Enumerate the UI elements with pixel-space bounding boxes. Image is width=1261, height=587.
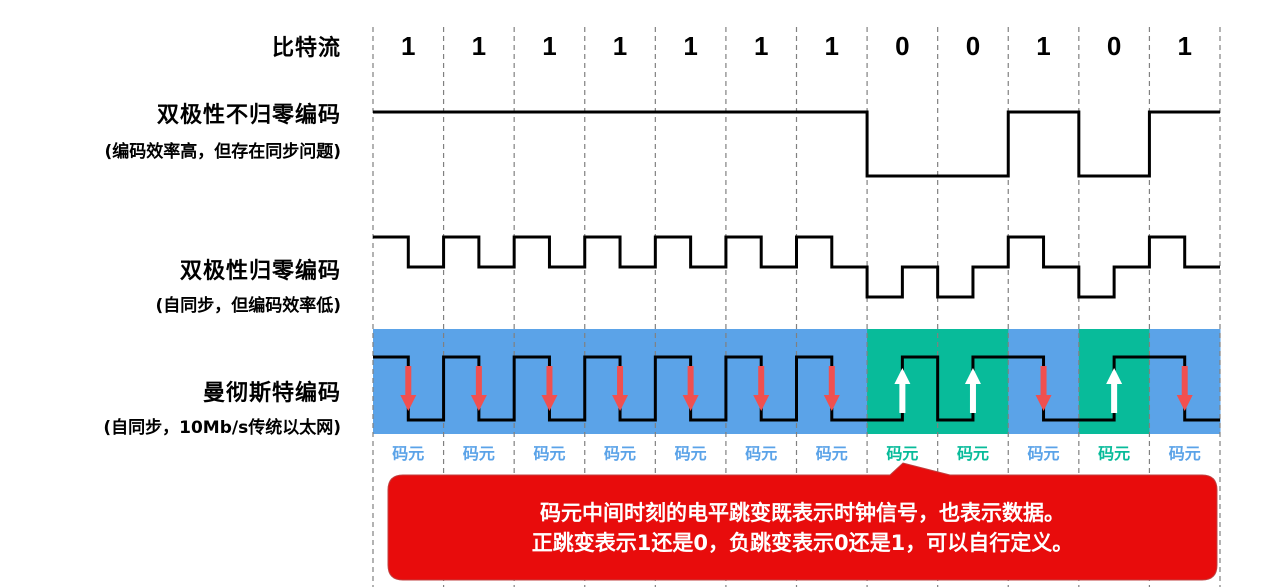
nrz-waveform xyxy=(373,110,1220,178)
bit-value: 1 xyxy=(472,31,486,61)
symbol-label: 码元 xyxy=(1028,444,1060,463)
manchester-subtitle: (自同步，10Mb/s传统以太网) xyxy=(103,418,341,438)
down-arrow-icon xyxy=(753,366,770,411)
down-arrow-icon xyxy=(1176,366,1193,411)
down-arrow-icon xyxy=(400,366,417,411)
down-arrow-icon xyxy=(1035,366,1052,411)
bit-value: 1 xyxy=(401,31,415,61)
symbol-label: 码元 xyxy=(886,444,918,463)
down-arrow-icon xyxy=(612,366,629,411)
down-arrow-icon xyxy=(541,366,558,411)
symbol-label: 码元 xyxy=(745,444,777,463)
bit-value: 1 xyxy=(825,31,839,61)
bitstream-label: 比特流 xyxy=(271,36,341,61)
symbol-labels: 码元 码元 码元 码元 码元 码元 码元 码元 码元 码元 码元 码元 xyxy=(392,444,1200,463)
manchester-title: 曼彻斯特编码 xyxy=(202,381,341,406)
callout-box xyxy=(387,462,1218,581)
nrz-subtitle: (编码效率高，但存在同步问题) xyxy=(104,142,341,162)
down-arrow-icon xyxy=(470,366,487,411)
bit-value: 0 xyxy=(895,31,909,61)
bit-value: 0 xyxy=(966,31,980,61)
symbol-label: 码元 xyxy=(392,444,424,463)
up-arrow-icon xyxy=(894,368,911,413)
symbol-label: 码元 xyxy=(604,444,636,463)
symbol-label: 码元 xyxy=(816,444,848,463)
symbol-label: 码元 xyxy=(1169,444,1201,463)
bit-value: 1 xyxy=(613,31,627,61)
rz-waveform xyxy=(373,235,1220,299)
symbol-label: 码元 xyxy=(463,444,495,463)
symbol-label: 码元 xyxy=(1098,444,1130,463)
bit-value: 1 xyxy=(683,31,697,61)
symbol-label: 码元 xyxy=(957,444,989,463)
bit-value: 0 xyxy=(1107,31,1121,61)
symbol-label: 码元 xyxy=(533,444,565,463)
bit-value: 1 xyxy=(754,31,768,61)
symbol-label: 码元 xyxy=(675,444,707,463)
bitstream-values: 1 1 1 1 1 1 1 0 0 1 0 1 xyxy=(401,31,1192,61)
callout-line-1: 码元中间时刻的电平跳变既表示时钟信号，也表示数据。 xyxy=(540,500,1065,525)
bit-value: 1 xyxy=(1036,31,1050,61)
nrz-title: 双极性不归零编码 xyxy=(156,103,341,128)
up-arrow-icon xyxy=(964,368,981,413)
up-arrow-icon xyxy=(1106,368,1123,413)
transition-arrows xyxy=(400,366,1193,413)
callout-line-2: 正跳变表示1还是0，负跳变表示0还是1，可以自行定义。 xyxy=(531,530,1074,555)
down-arrow-icon xyxy=(682,366,699,411)
callout-text: 码元中间时刻的电平跳变既表示时钟信号，也表示数据。 正跳变表示1还是0，负跳变表… xyxy=(388,475,1217,580)
down-arrow-icon xyxy=(823,366,840,411)
rz-title: 双极性归零编码 xyxy=(179,259,341,284)
bit-value: 1 xyxy=(542,31,556,61)
bit-value: 1 xyxy=(1177,31,1191,61)
rz-subtitle: (自同步，但编码效率低) xyxy=(155,296,341,316)
